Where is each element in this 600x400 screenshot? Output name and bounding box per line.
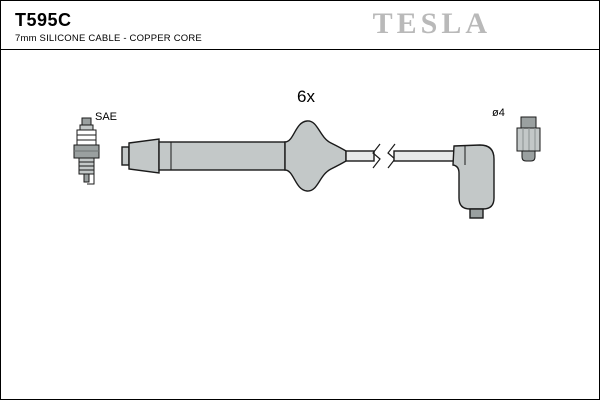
quantity-label: 6x bbox=[297, 87, 315, 106]
sae-label: SAE bbox=[95, 111, 118, 123]
brand-logo: TESLA bbox=[372, 7, 491, 40]
cable-assembly-drawing bbox=[121, 120, 495, 219]
product-description: 7mm SILICONE CABLE - COPPER CORE bbox=[15, 33, 202, 44]
diameter-label: ø4 bbox=[492, 107, 505, 119]
spark-plug-icon bbox=[73, 117, 100, 185]
header-divider bbox=[1, 49, 599, 50]
part-number: T595C bbox=[15, 10, 72, 30]
terminal-icon bbox=[516, 116, 541, 162]
